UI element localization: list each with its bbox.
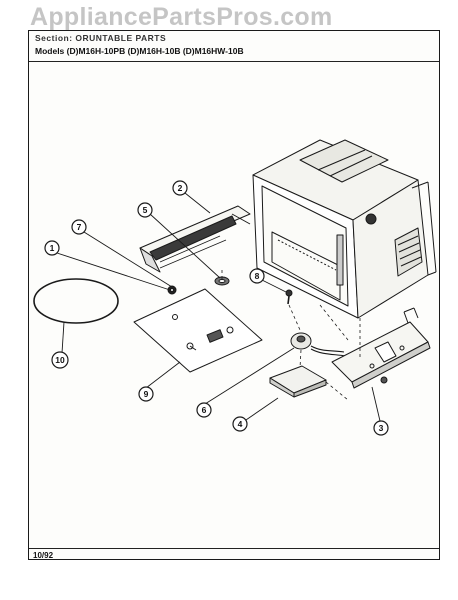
motor-cover-part <box>269 365 327 398</box>
svg-text:9: 9 <box>144 389 149 399</box>
assembly-guide-lines <box>221 270 361 401</box>
roller-part <box>167 285 177 295</box>
footer-divider <box>29 548 439 549</box>
svg-text:4: 4 <box>238 419 243 429</box>
svg-text:3: 3 <box>379 423 384 433</box>
callout-1: 1 <box>44 240 60 256</box>
screw-part <box>285 289 293 305</box>
callout-3: 3 <box>373 420 389 436</box>
callout-8: 8 <box>249 268 265 284</box>
turntable-ring-part <box>33 278 119 324</box>
svg-text:6: 6 <box>202 405 207 415</box>
models-title: Models (D)M16H-10PB (D)M16H-10B (D)M16HW… <box>35 46 244 56</box>
callout-2: 2 <box>172 180 188 196</box>
svg-text:10: 10 <box>55 355 65 365</box>
svg-text:1: 1 <box>50 243 55 253</box>
callout-10: 10 <box>51 351 69 369</box>
revision-date: 10/92 <box>33 551 54 560</box>
watermark-text: AppliancePartsPros.com <box>30 3 333 31</box>
header-divider <box>29 61 439 62</box>
callouts: 1 2 3 4 5 6 7 8 <box>44 180 389 436</box>
section-title: Section: ORUNTABLE PARTS <box>35 33 167 43</box>
svg-text:2: 2 <box>178 183 183 193</box>
callout-5: 5 <box>137 202 153 218</box>
callout-4: 4 <box>232 416 248 432</box>
motor-bracket-part <box>139 205 251 273</box>
oven-cavity-part <box>252 139 437 319</box>
callout-9: 9 <box>138 386 154 402</box>
svg-text:8: 8 <box>255 271 260 281</box>
turntable-motor-part <box>290 332 347 357</box>
base-plate-part <box>331 307 431 389</box>
svg-text:5: 5 <box>143 205 148 215</box>
callout-leader-lines <box>56 192 381 423</box>
callout-6: 6 <box>196 402 212 418</box>
support-plate-part <box>133 288 263 373</box>
callout-7: 7 <box>71 219 87 235</box>
svg-text:7: 7 <box>77 222 82 232</box>
